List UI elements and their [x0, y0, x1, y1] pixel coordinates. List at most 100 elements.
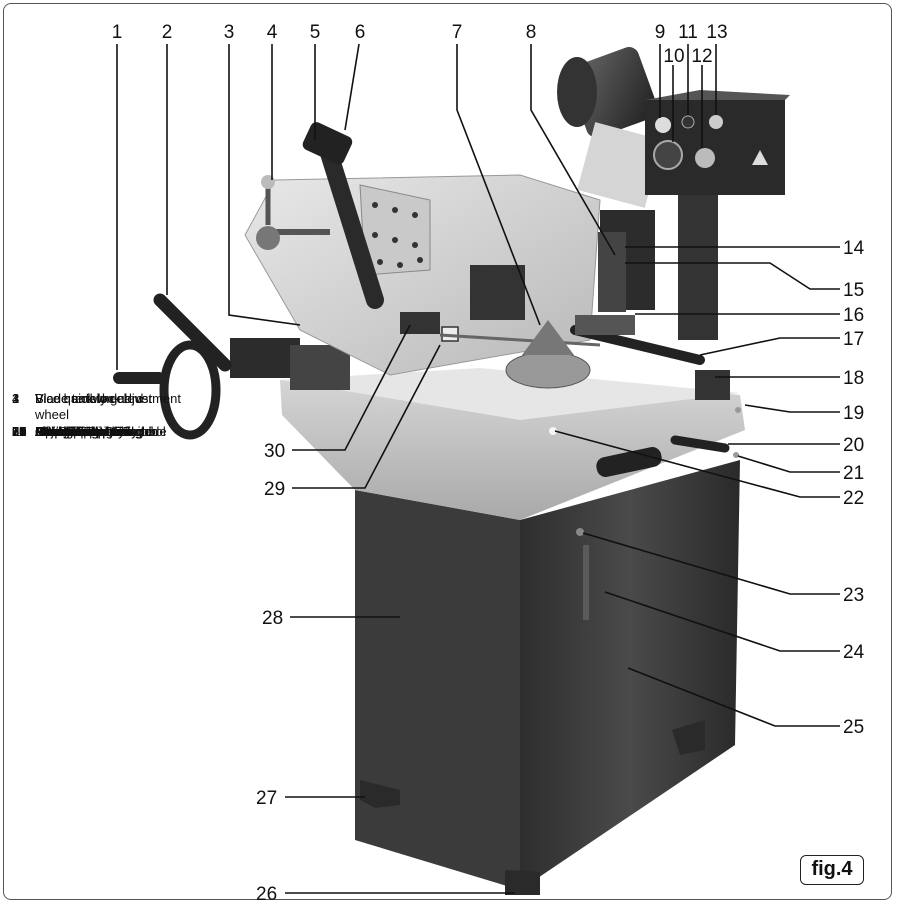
- legend-number: 8: [12, 423, 20, 439]
- callout-21: 21: [843, 463, 864, 484]
- stand-front-panel: [520, 460, 740, 890]
- legend-number: 27: [12, 423, 27, 439]
- callout-27: 27: [256, 788, 277, 809]
- legend-text: Machine bed fixing: [35, 423, 144, 439]
- callout-25: 25: [843, 717, 864, 738]
- stop-bracket: [575, 315, 635, 335]
- legend-number: 6: [12, 423, 20, 439]
- legend-number: 28: [12, 423, 27, 439]
- option-switch: [681, 115, 695, 129]
- legend-number: 17: [12, 423, 27, 439]
- callout-16: 16: [843, 305, 864, 326]
- legend-text: Blade: [35, 423, 69, 439]
- turntable-cone: [522, 320, 574, 355]
- legend-number: 19: [12, 423, 27, 439]
- callout-13: 13: [706, 22, 727, 43]
- legend-text: Emergency OFF: [35, 423, 131, 439]
- handgrip-control: [319, 141, 384, 309]
- legend-number: 2: [12, 391, 20, 406]
- legend-text: Stop rod: [35, 423, 85, 439]
- legend-text: Fixed blade guide: [35, 423, 138, 439]
- blade-tension-wheel: [256, 226, 280, 250]
- access-hatch-edge: [583, 545, 589, 620]
- legend-number: 18: [12, 423, 27, 439]
- bed-fixing-23: [576, 528, 584, 536]
- legend-number: 5: [12, 423, 20, 439]
- bow-damper-cylinder: [598, 232, 626, 312]
- vice-handwheel: [159, 340, 221, 440]
- callout-8: 8: [526, 22, 537, 43]
- callout-18: 18: [843, 368, 864, 389]
- legend-text: Power lamp: [35, 423, 104, 439]
- legend-text: Machine bed fixing: [35, 423, 144, 439]
- legend-text: Lifting hole: [35, 423, 98, 439]
- callout-24: 24: [843, 642, 865, 663]
- emergency-off: [695, 148, 715, 168]
- legend-text: Adjustable blade guide: [35, 423, 167, 439]
- floor-foot-front: [505, 870, 540, 895]
- callout-23: 23: [843, 585, 864, 606]
- callout-4: 4: [267, 22, 278, 43]
- callout-11: 11: [678, 22, 698, 43]
- callout-12: 12: [691, 46, 712, 67]
- bow-pivot-lock: [670, 435, 730, 453]
- callout-6: 6: [355, 22, 366, 43]
- stand: [355, 460, 740, 895]
- legend-number: 23: [12, 423, 27, 439]
- figure-label: fig.4: [800, 855, 864, 885]
- callout-2: 2: [162, 22, 173, 43]
- floor-foot-left: [360, 780, 400, 808]
- legend-number: 26: [12, 423, 27, 439]
- legend-text: Blade tension adjustment wheel: [35, 391, 181, 423]
- legend-text: Bow damper cylinder: [35, 423, 157, 439]
- legend-number: 16: [12, 423, 27, 439]
- legend-text: Access hatch: [35, 423, 113, 439]
- legend-text: Bow pivot lock: [35, 423, 119, 439]
- legend-text: Floor fixing point: [35, 423, 131, 439]
- callout-5: 5: [310, 22, 321, 43]
- legend-text: Vice handwheel: [35, 391, 127, 406]
- legend-number: 25: [12, 423, 27, 439]
- coolant-pump: [695, 370, 730, 400]
- callout-3: 3: [224, 22, 235, 43]
- legend-text: ON/OFF Switch: [35, 423, 127, 439]
- legend-text: Stand front panel: [35, 423, 135, 439]
- vice-assembly: [113, 293, 350, 440]
- legend-number: 15: [12, 423, 27, 439]
- vice-handwheel-grip: [113, 372, 165, 384]
- vice-jaw: [470, 265, 525, 320]
- turntable: [505, 351, 591, 389]
- floor-foot-right: [672, 720, 705, 755]
- callout-30: 30: [264, 441, 285, 462]
- legend-number: 13: [12, 423, 27, 439]
- legend-text: Blade safety guard: [35, 391, 144, 406]
- legend-number: 20: [12, 423, 27, 439]
- leader-lines: [116, 43, 840, 894]
- legend-text: Coolant pump: [35, 423, 116, 439]
- callout-20: 20: [843, 435, 864, 456]
- callout-19: 19: [843, 403, 864, 424]
- callout-29: 29: [264, 479, 285, 500]
- legend-text: Microswitch: [35, 423, 103, 439]
- legend-number: 22: [12, 423, 27, 439]
- control-box: [645, 90, 790, 195]
- legend-text: Lifting hole: [35, 423, 98, 439]
- legend-number: 1: [12, 391, 20, 406]
- lifting-hole-19: [735, 407, 741, 413]
- blade: [439, 333, 601, 347]
- motor-head: [557, 47, 718, 365]
- legend-number: 21: [12, 423, 27, 439]
- bed-fixing-21: [733, 452, 739, 458]
- legend-number: 11: [12, 423, 26, 439]
- legend-number: 14: [12, 423, 27, 439]
- legend-text: Vice quick lock lever: [35, 391, 153, 406]
- legend-number: 7: [12, 423, 20, 439]
- callout-15: 15: [843, 280, 864, 301]
- callout-10: 10: [663, 46, 684, 67]
- callout-26: 26: [256, 884, 277, 905]
- legend-text: Stand end panel: [35, 423, 130, 439]
- callout-numbers: 1 2 3 4 5 6 7 8 9 10 11 12 13 14 15 16 1…: [112, 22, 865, 905]
- lifting-hole-22: [549, 427, 557, 435]
- legend-number: 12: [12, 423, 27, 439]
